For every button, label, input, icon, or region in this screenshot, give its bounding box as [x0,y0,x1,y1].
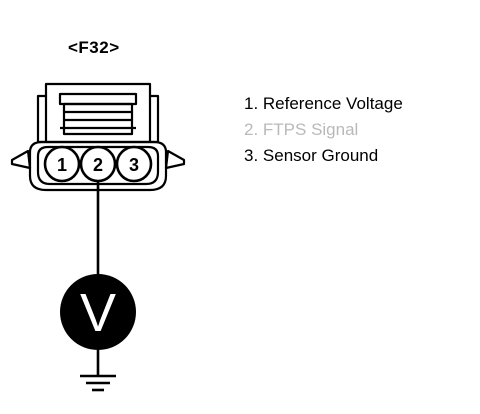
legend-item-1: 1. Reference Voltage [244,94,403,113]
voltmeter-symbol: V [80,283,116,343]
voltmeter: V [60,274,136,350]
pin-2-label: 2 [93,155,103,175]
pin-legend: 1. Reference Voltage 2. FTPS Signal 3. S… [244,91,403,169]
pin-2: 2 [79,145,117,183]
pin-3: 3 [115,145,153,183]
connector-housing [10,82,186,192]
pin-1: 1 [43,145,81,183]
pin-3-label: 3 [129,155,139,175]
pin-1-label: 1 [57,155,67,175]
legend-item-3: 3. Sensor Ground [244,146,379,165]
connector-label: <F32> [68,38,120,57]
ground-icon [80,374,116,392]
voltmeter-body [60,274,136,350]
legend-item-2: 2. FTPS Signal [244,120,359,139]
